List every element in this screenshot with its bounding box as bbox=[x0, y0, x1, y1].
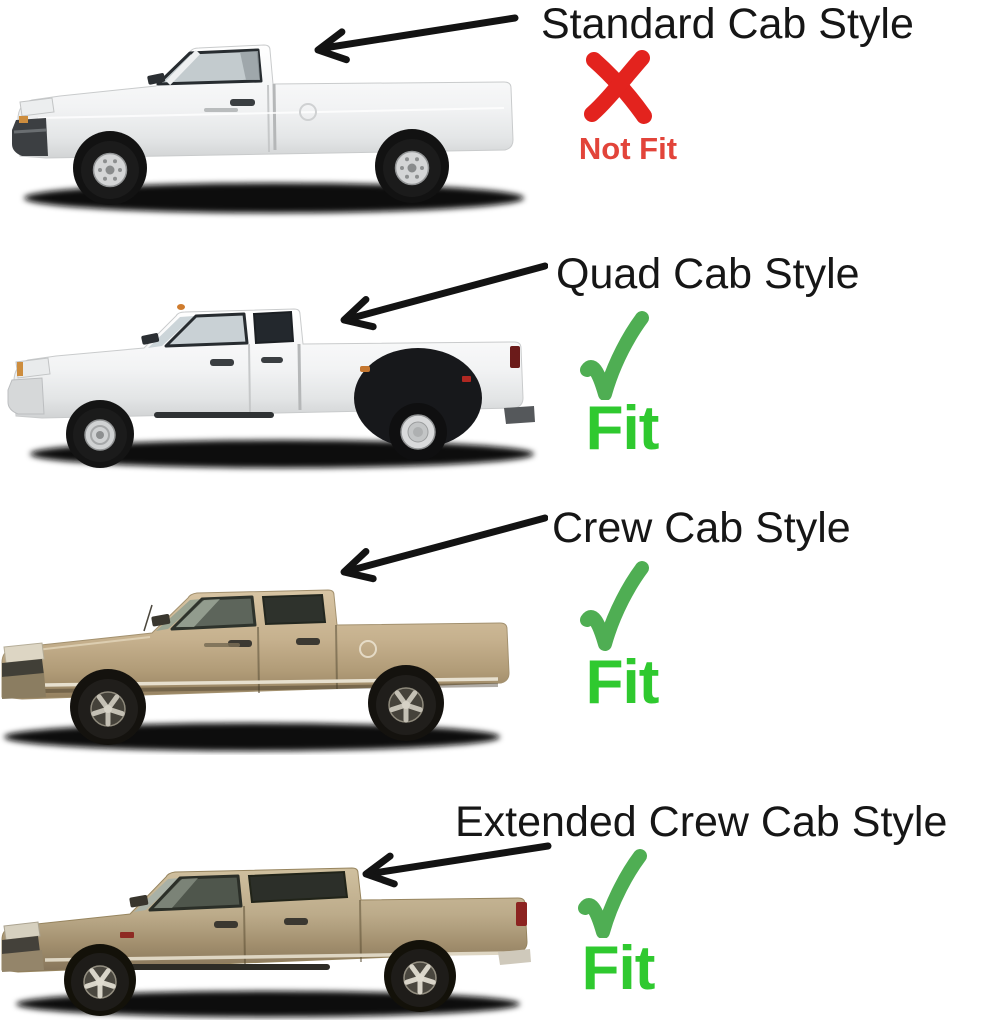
check-mark-icon bbox=[580, 561, 649, 651]
quarter-window bbox=[252, 310, 295, 345]
fitment-status-crew: Fit bbox=[585, 648, 660, 717]
pointer-arrow-crew bbox=[340, 514, 548, 583]
side-mirror bbox=[141, 333, 160, 345]
bed-gap bbox=[297, 343, 302, 411]
body-crease bbox=[37, 107, 505, 119]
turn-signal bbox=[17, 362, 23, 376]
rear-wheel bbox=[383, 139, 441, 197]
fender-badge bbox=[120, 932, 134, 938]
headlight bbox=[3, 642, 45, 664]
rear-cab-window bbox=[247, 870, 349, 904]
front-bumper bbox=[12, 118, 48, 156]
a-pillar bbox=[165, 49, 201, 86]
pointer-arrow-extended-crew bbox=[362, 842, 552, 888]
window-reflection bbox=[176, 599, 220, 627]
roof-marker-light bbox=[177, 304, 185, 310]
cab-style-label-crew: Crew Cab Style bbox=[552, 504, 851, 552]
rear-wheel bbox=[391, 949, 449, 1007]
front-wheel bbox=[73, 408, 127, 462]
taillight bbox=[516, 902, 527, 926]
rear-dually-wheel bbox=[389, 403, 447, 461]
grille bbox=[2, 659, 44, 677]
cab-style-label-standard: Standard Cab Style bbox=[541, 0, 914, 48]
check-mark-icon bbox=[580, 311, 649, 400]
fuel-cap bbox=[359, 640, 377, 658]
grille bbox=[2, 936, 40, 954]
door-handle bbox=[210, 359, 234, 366]
front-bumper bbox=[2, 673, 46, 699]
side-mirror bbox=[151, 614, 171, 627]
front-wheel bbox=[71, 953, 129, 1011]
fuel-cap bbox=[299, 103, 317, 121]
fender-marker-light bbox=[360, 366, 370, 372]
turn-signal bbox=[19, 116, 28, 123]
cab-style-label-extended-crew: Extended Crew Cab Style bbox=[455, 798, 948, 846]
bed-marker-light bbox=[462, 376, 471, 382]
front-wheel bbox=[81, 141, 139, 199]
bed-gap bbox=[359, 899, 362, 963]
rear-bumper bbox=[504, 406, 535, 424]
truck-image-extended-crew-cab bbox=[1, 867, 531, 1017]
rear-door-handle bbox=[261, 357, 283, 363]
bumper-highlight bbox=[13, 128, 47, 134]
bed-gap bbox=[335, 624, 338, 690]
rear-bumper bbox=[498, 949, 531, 965]
side-mirror bbox=[147, 73, 166, 85]
pointer-arrow-quad bbox=[340, 262, 548, 331]
door-handle bbox=[214, 921, 238, 928]
running-board bbox=[130, 964, 330, 970]
side-mirror bbox=[129, 895, 149, 908]
door-seam bbox=[248, 343, 251, 413]
window-tint bbox=[240, 51, 260, 80]
antenna bbox=[143, 604, 153, 632]
check-mark-icon bbox=[578, 849, 647, 938]
door-seam bbox=[267, 84, 270, 153]
front-door-window bbox=[164, 312, 249, 348]
rear-door-handle bbox=[284, 918, 308, 925]
windshield bbox=[148, 316, 194, 348]
headlight bbox=[19, 97, 55, 117]
window-reflection bbox=[154, 878, 198, 908]
rear-door-handle bbox=[296, 638, 320, 645]
front-bumper bbox=[7, 377, 45, 415]
taillight bbox=[510, 346, 520, 368]
door-badge bbox=[204, 108, 238, 112]
pointer-arrow-standard bbox=[314, 14, 519, 64]
running-board bbox=[154, 412, 274, 418]
bed-gap bbox=[272, 83, 277, 151]
door-badge bbox=[204, 643, 240, 647]
rear-door-window bbox=[261, 593, 327, 626]
headlight bbox=[3, 921, 41, 941]
truck-image-standard-cab bbox=[12, 44, 524, 213]
fitment-status-quad: Fit bbox=[585, 394, 660, 463]
truck-image-crew-cab bbox=[1, 589, 510, 751]
cab-style-label-quad: Quad Cab Style bbox=[556, 250, 860, 298]
cab-window bbox=[156, 48, 263, 86]
fitment-status-extended-crew: Fit bbox=[581, 934, 656, 1003]
x-mark-icon bbox=[584, 50, 652, 124]
rear-wheel bbox=[376, 675, 436, 735]
truck-image-quad-cab bbox=[7, 304, 535, 468]
dually-fender bbox=[354, 348, 482, 448]
fitment-status-standard: Not Fit bbox=[578, 131, 678, 166]
door-handle bbox=[230, 99, 255, 106]
front-bumper bbox=[2, 950, 44, 972]
front-wheel bbox=[78, 679, 138, 739]
